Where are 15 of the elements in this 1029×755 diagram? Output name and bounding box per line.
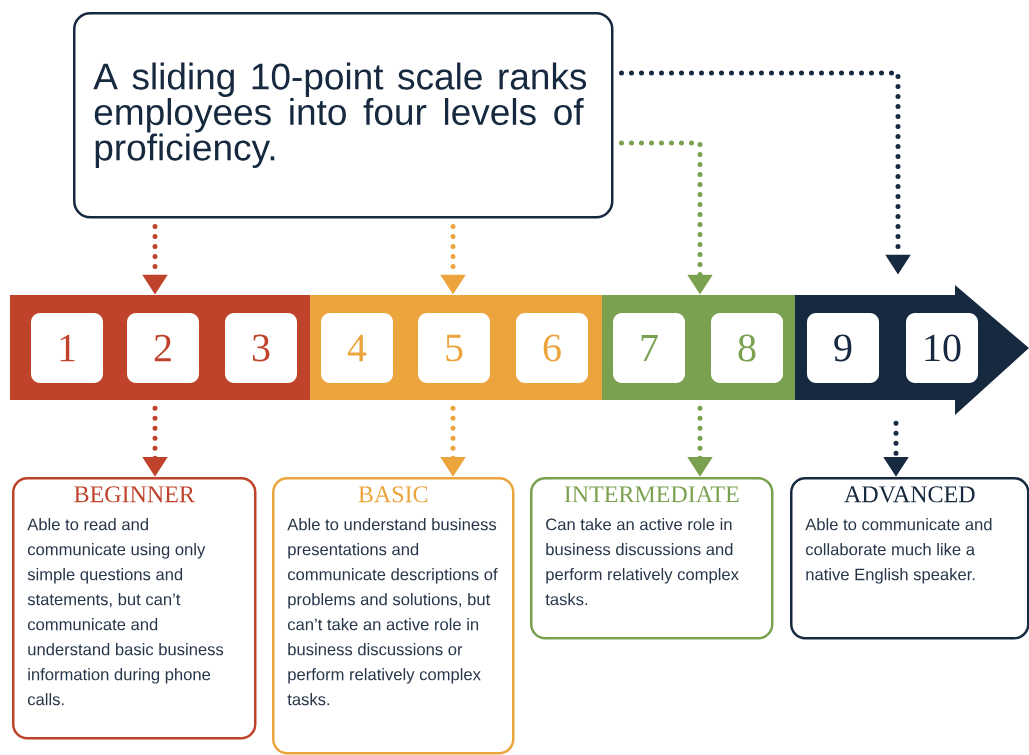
number-box: 4 (321, 313, 393, 383)
level-card: INTERMEDIATE Can take an active role in business discussions and perform relatively complex tasks. (530, 477, 774, 640)
level-card: BEGINNER Able to read and communicate using only simple questions and statements, but can’t communicate and understand basic business information during phone calls. (12, 477, 257, 740)
number-box: 7 (613, 313, 685, 383)
title-callout: A sliding 10-point scale ranks employees into four levels of proficiency. (73, 12, 614, 219)
number-box: 10 (906, 313, 978, 383)
number-box: 1 (31, 313, 103, 383)
level-card: BASIC Able to understand business presentations and communicate descriptions of problems and solutions, but can’t take an active role in business discussions or perform relatively complex tasks. (272, 477, 515, 755)
number-box: 2 (127, 313, 199, 383)
number-box: 5 (418, 313, 490, 383)
number-box: 3 (225, 313, 297, 383)
number-box: 8 (711, 313, 783, 383)
number-box: 6 (516, 313, 588, 383)
level-card: ADVANCED Able to communicate and collaborate much like a native English speaker. (790, 477, 1029, 640)
number-box: 9 (807, 313, 879, 383)
